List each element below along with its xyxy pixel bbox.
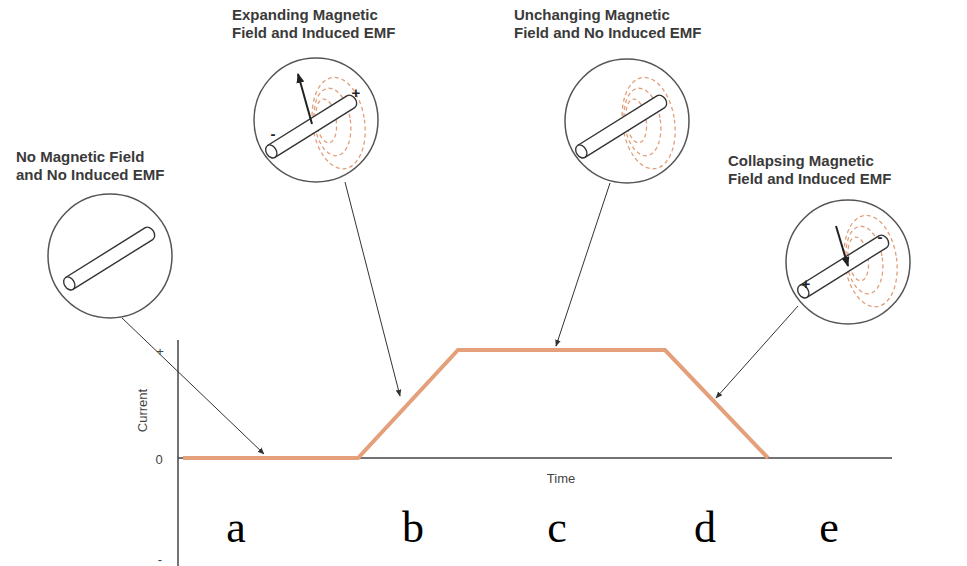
polarity-sign: - <box>878 229 883 244</box>
circle-outline <box>252 56 380 184</box>
current-curve <box>183 350 768 458</box>
diagram-circle: Unchanging Magnetic Field and No Induced… <box>514 6 744 185</box>
wire-illustration <box>573 74 680 172</box>
wire-illustration <box>61 225 157 292</box>
axis-tick-label: + <box>156 345 164 358</box>
phase-letter: a <box>226 506 246 550</box>
diagram-circle: No Magnetic Field and No Induced EMF <box>16 148 206 320</box>
y-axis <box>177 340 179 566</box>
phase-letter: e <box>819 506 839 550</box>
polarity-sign: - <box>271 126 276 141</box>
circle-heading: No Magnetic Field and No Induced EMF <box>16 148 206 184</box>
circle-outline <box>784 198 912 326</box>
circle-outline <box>46 192 174 320</box>
polarity-sign: + <box>802 276 811 291</box>
leader-lines <box>122 182 798 454</box>
axis-title: Time <box>547 472 575 485</box>
wire-illustration <box>263 74 370 172</box>
phase-letter: c <box>547 506 567 550</box>
axis-tick-label: - <box>158 553 162 566</box>
phase-letter: d <box>694 506 716 550</box>
axis-title: Current <box>136 388 149 431</box>
axis-tick-label: 0 <box>155 453 162 466</box>
circle-outline <box>563 57 691 185</box>
diagram-circle: Expanding Magnetic Field and Induced EMF <box>232 6 432 184</box>
phase-letter: b <box>402 506 424 550</box>
circle-heading: Collapsing Magnetic Field and Induced EM… <box>728 152 938 188</box>
diagram-circle: Collapsing Magnetic Field and Induced EM… <box>728 152 938 326</box>
wire-illustration <box>795 212 902 310</box>
polarity-sign: + <box>352 85 361 100</box>
circle-heading: Expanding Magnetic Field and Induced EMF <box>232 6 432 42</box>
circle-heading: Unchanging Magnetic Field and No Induced… <box>514 6 744 42</box>
